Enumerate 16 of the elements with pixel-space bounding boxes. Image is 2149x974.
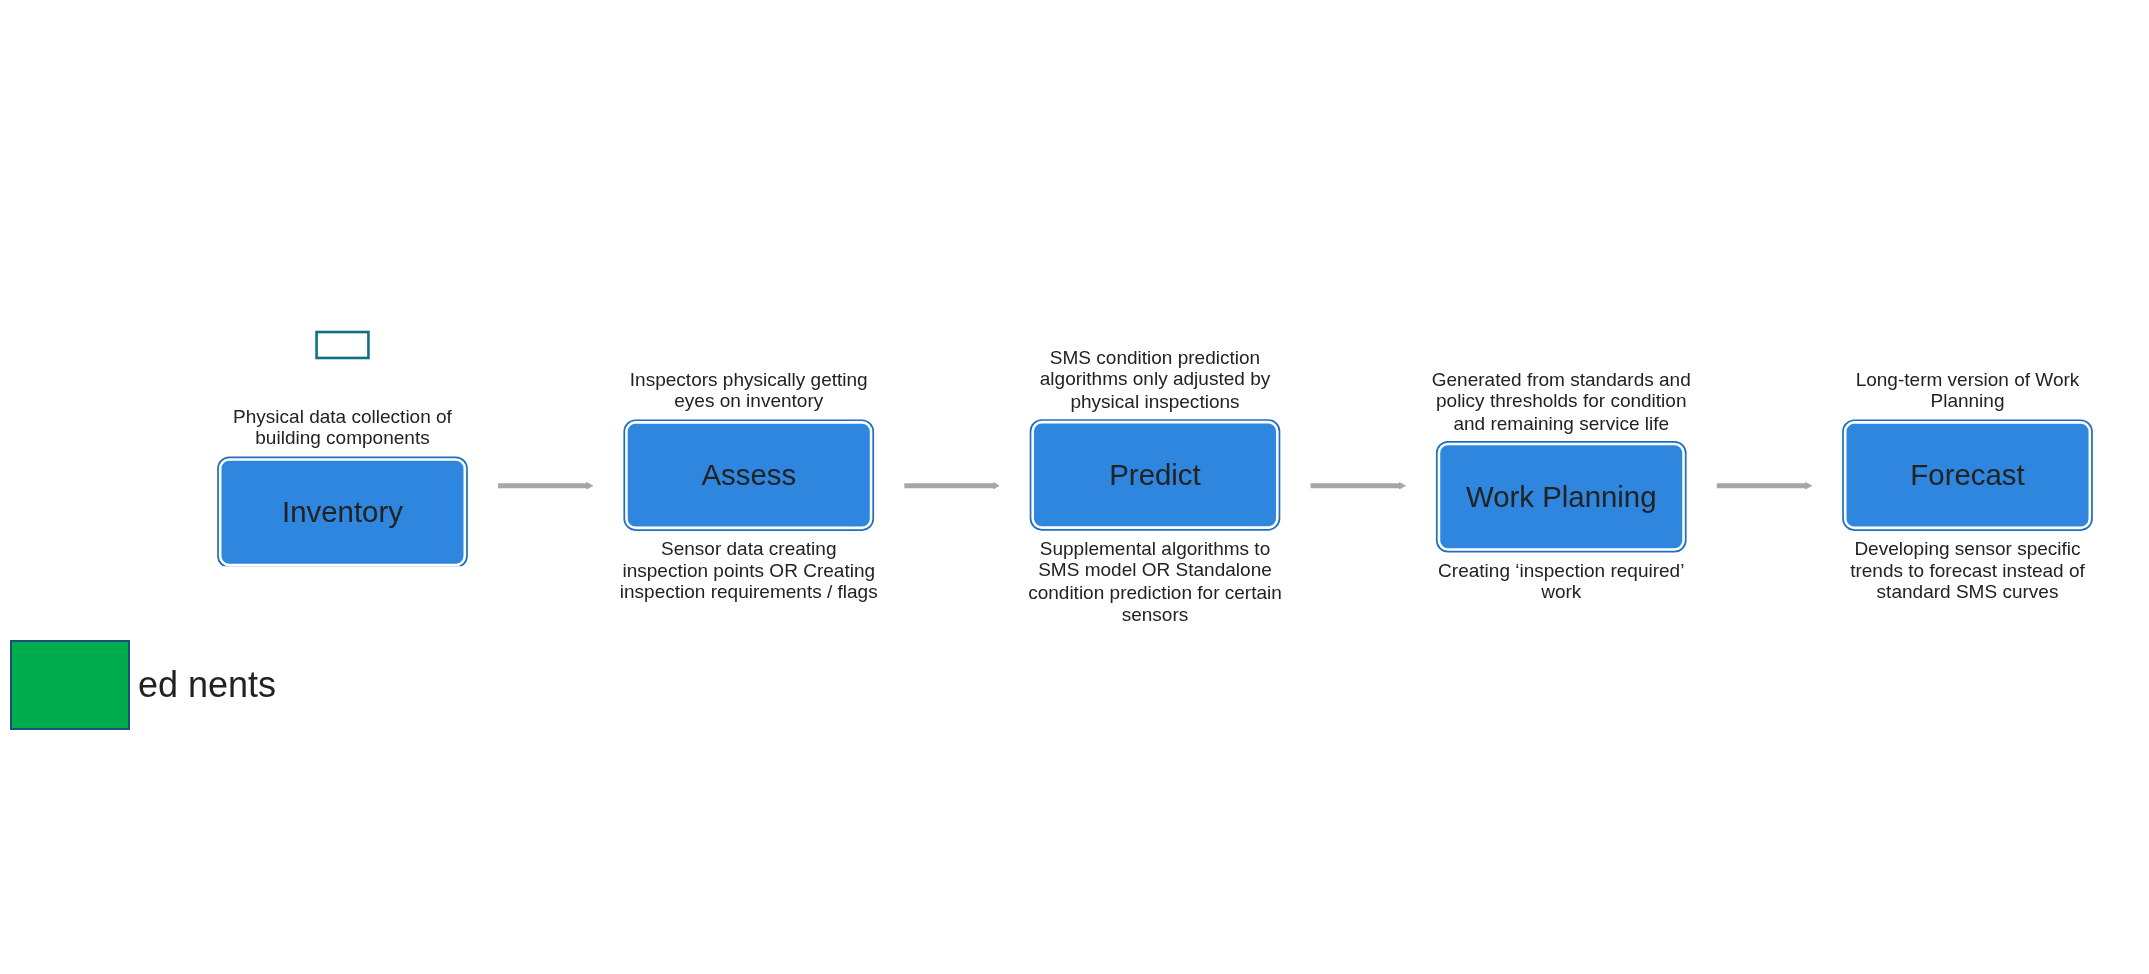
- node-box: Forecast: [1843, 420, 2092, 529]
- node-label: Physical data collection of building components: [233, 405, 452, 449]
- node-label: Developing sensor specific trends to forecast instead of standard SMS curves: [1850, 537, 2085, 603]
- node-box: Assess: [625, 420, 873, 529]
- node-label: Long-term version of Work Planning: [1855, 368, 2080, 412]
- node-box: [315, 330, 370, 360]
- legend-text: ed nents: [138, 664, 277, 706]
- node-label: SMS condition prediction algorithms only adjusted by physical inspections: [1039, 346, 1271, 412]
- node-label: Generated from standards and policy thresholds for condition and remaining service life: [1431, 368, 1691, 434]
- node-label: Creating ‘inspection required’ work: [1438, 559, 1685, 603]
- node-box: Predict: [1031, 420, 1279, 529]
- node-label: Supplemental algorithms to SMS model OR Standalone condition prediction for certain sensors: [1028, 537, 1282, 625]
- node-label: Sensor data creating inspection points OR Creating inspection requirements / flags: [619, 537, 878, 603]
- node-box: Inventory: [218, 457, 467, 566]
- node-box: Work Planning: [1437, 442, 1685, 551]
- node-label: Inspectors physically getting eyes on inventory: [629, 368, 868, 412]
